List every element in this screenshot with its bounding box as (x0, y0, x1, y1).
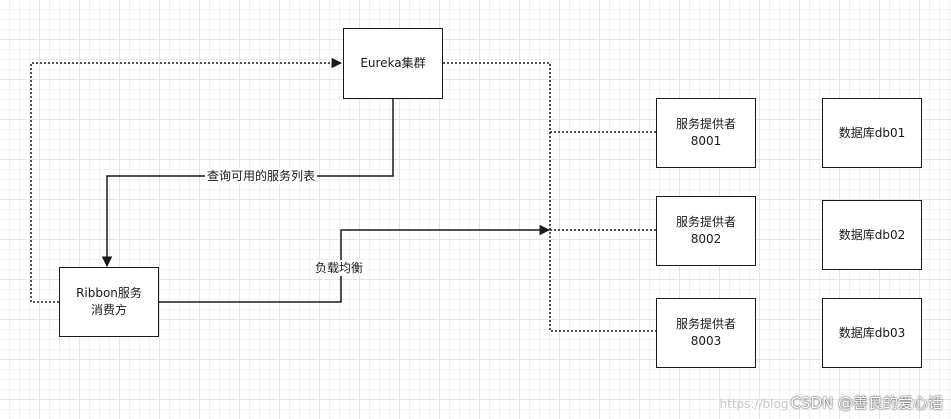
eureka-cluster-node: Eureka集群 (343, 28, 443, 99)
query-service-list-label: 查询可用的服务列表 (205, 168, 318, 184)
watermark-text: CSDN @善良的爱心话 (790, 394, 943, 412)
ribbon-consumer-node: Ribbon服务 消费方 (59, 267, 159, 337)
database-db01-node: 数据库db01 (822, 98, 922, 168)
provider-8001-node: 服务提供者 8001 (656, 98, 756, 168)
database-db03-node: 数据库db03 (822, 298, 922, 368)
watermark-faded-url: https://blog (719, 397, 789, 411)
provider-8003-node: 服务提供者 8003 (656, 298, 756, 368)
database-db02-node: 数据库db02 (822, 200, 922, 270)
provider-8002-node: 服务提供者 8002 (656, 196, 756, 266)
load-balancing-label: 负载均衡 (313, 260, 366, 276)
eureka-to-providers-dotted (443, 62, 656, 332)
ribbon-to-eureka-dotted (30, 57, 343, 303)
